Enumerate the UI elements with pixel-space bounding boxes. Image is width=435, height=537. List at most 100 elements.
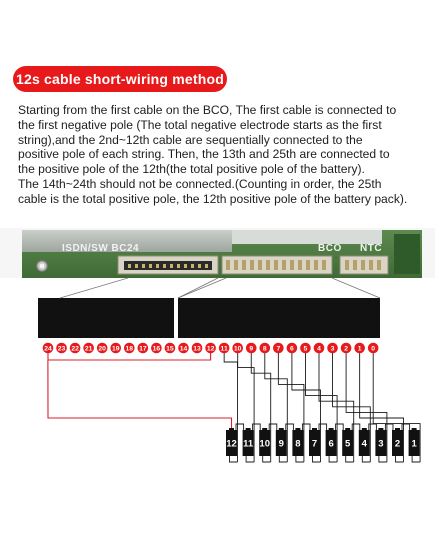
series-link: [351, 423, 361, 430]
series-link: [301, 423, 311, 430]
pin-label: 22: [71, 346, 79, 353]
pin-15: 15: [164, 342, 176, 354]
cell-label: 2: [395, 439, 400, 450]
series-link: [335, 423, 344, 430]
cell-label: 1: [411, 439, 417, 450]
pin-label: 20: [98, 346, 106, 353]
pin-24: 24: [42, 342, 54, 354]
wire-pin-11: [223, 348, 238, 462]
wire-pin-0: [372, 348, 421, 462]
wire-pin-6: [291, 348, 321, 462]
pin-3: 3: [327, 342, 338, 354]
section-title: 12s cable short-wiring method: [15, 71, 225, 87]
pin-12: 12: [205, 342, 216, 354]
description-line: the positive pole of the 12th(the total …: [18, 162, 365, 177]
series-link: [384, 423, 394, 430]
pin-17: 17: [137, 342, 149, 354]
pin-22: 22: [69, 342, 81, 354]
pin-label: 0: [371, 346, 375, 353]
pin-label: 3: [331, 346, 335, 353]
pin-label: 13: [193, 346, 201, 353]
description-line: positive pole of each string. Then, the …: [18, 147, 390, 162]
pin-10: 10: [232, 342, 243, 354]
cable-bundle-left: [38, 298, 174, 338]
battery-cell-11: 11: [242, 428, 254, 456]
series-link: [285, 423, 294, 430]
cell-label: 12: [226, 439, 237, 450]
wire-pin-8: [264, 348, 288, 462]
wire-pin-9: [250, 348, 272, 462]
pin-9: 9: [245, 342, 257, 354]
battery-cell-4: 4: [358, 428, 370, 456]
cable-bundle-right: [178, 298, 380, 338]
board-label-bco: BCO: [318, 243, 342, 254]
description-line: the first negative pole (The total negat…: [18, 117, 382, 132]
cell-label: 11: [243, 439, 254, 450]
battery-cell-5: 5: [342, 428, 354, 456]
battery-cell-6: 6: [325, 428, 337, 456]
pin-label: 12: [207, 346, 215, 353]
wire-pin-4: [318, 348, 355, 462]
description-line: The 14th~24th should not be connected.(C…: [18, 176, 382, 191]
pin-label: 11: [221, 346, 228, 353]
wire-pin-3: [332, 348, 371, 462]
pin-18: 18: [124, 342, 135, 354]
pin-label: 7: [276, 346, 280, 353]
series-link: [268, 423, 278, 430]
pin-8: 8: [259, 342, 271, 354]
pin-label: 8: [263, 346, 267, 353]
description-text: Starting from the first cable on the BCO…: [18, 103, 428, 207]
pin-21: 21: [83, 342, 94, 354]
battery-cell-10: 10: [259, 428, 271, 456]
cell-label: 5: [345, 439, 351, 450]
pin-label: 23: [58, 346, 66, 353]
pin-16: 16: [151, 342, 162, 354]
description-line: cable is the total positive pole, the 12…: [18, 191, 408, 206]
battery-cell-9: 9: [275, 428, 287, 456]
pin-0: 0: [367, 342, 379, 354]
pin-label: 18: [126, 346, 134, 353]
description-line: string),and the 2nd~12th cable are seque…: [18, 132, 363, 147]
series-link: [401, 423, 411, 430]
pin-4: 4: [313, 342, 325, 354]
pin-20: 20: [96, 342, 108, 354]
pin-label: 14: [180, 346, 188, 353]
board-label-ntc: NTC: [360, 243, 383, 254]
cell-label: 8: [295, 439, 300, 450]
bms-board-image: ISDN/SW BC24 BCO NTC: [0, 228, 435, 278]
pin-13: 13: [191, 342, 203, 354]
wire-pin-10: [237, 348, 255, 462]
pin-label: 21: [85, 346, 93, 353]
pin-label: 9: [249, 346, 253, 353]
battery-cell-1: 1: [408, 428, 420, 456]
battery-cell-3: 3: [375, 428, 387, 456]
pin-2: 2: [340, 342, 352, 354]
cell-label: 3: [378, 439, 383, 450]
wire-total-positive: [47, 359, 233, 430]
cell-label: 7: [312, 439, 317, 450]
wire-pin-2: [345, 348, 388, 462]
series-link: [368, 423, 377, 430]
pin-label: 16: [153, 346, 161, 353]
sticker-label: [232, 230, 382, 244]
pin-label: 17: [139, 346, 147, 353]
pin-1: 1: [354, 342, 365, 354]
pin-19: 19: [110, 342, 122, 354]
pin-label: 5: [304, 346, 308, 353]
series-link: [318, 423, 328, 430]
battery-cell-7: 7: [309, 428, 320, 456]
wire-pin-7: [277, 348, 305, 462]
metal-shield: [22, 230, 232, 252]
series-link: [235, 423, 245, 430]
board-label-left: ISDN/SW BC24: [62, 243, 140, 254]
cell-label: 10: [259, 439, 270, 450]
pin-14: 14: [178, 342, 189, 354]
battery-cell-12: 12: [226, 428, 237, 456]
section-title-pill: 12s cable short-wiring method: [13, 66, 227, 92]
series-link: [252, 423, 261, 430]
description-line: Starting from the first cable on the BCO…: [18, 103, 397, 117]
battery-cell-8: 8: [292, 428, 304, 456]
pin-23: 23: [56, 342, 67, 354]
cell-label: 6: [328, 439, 333, 450]
